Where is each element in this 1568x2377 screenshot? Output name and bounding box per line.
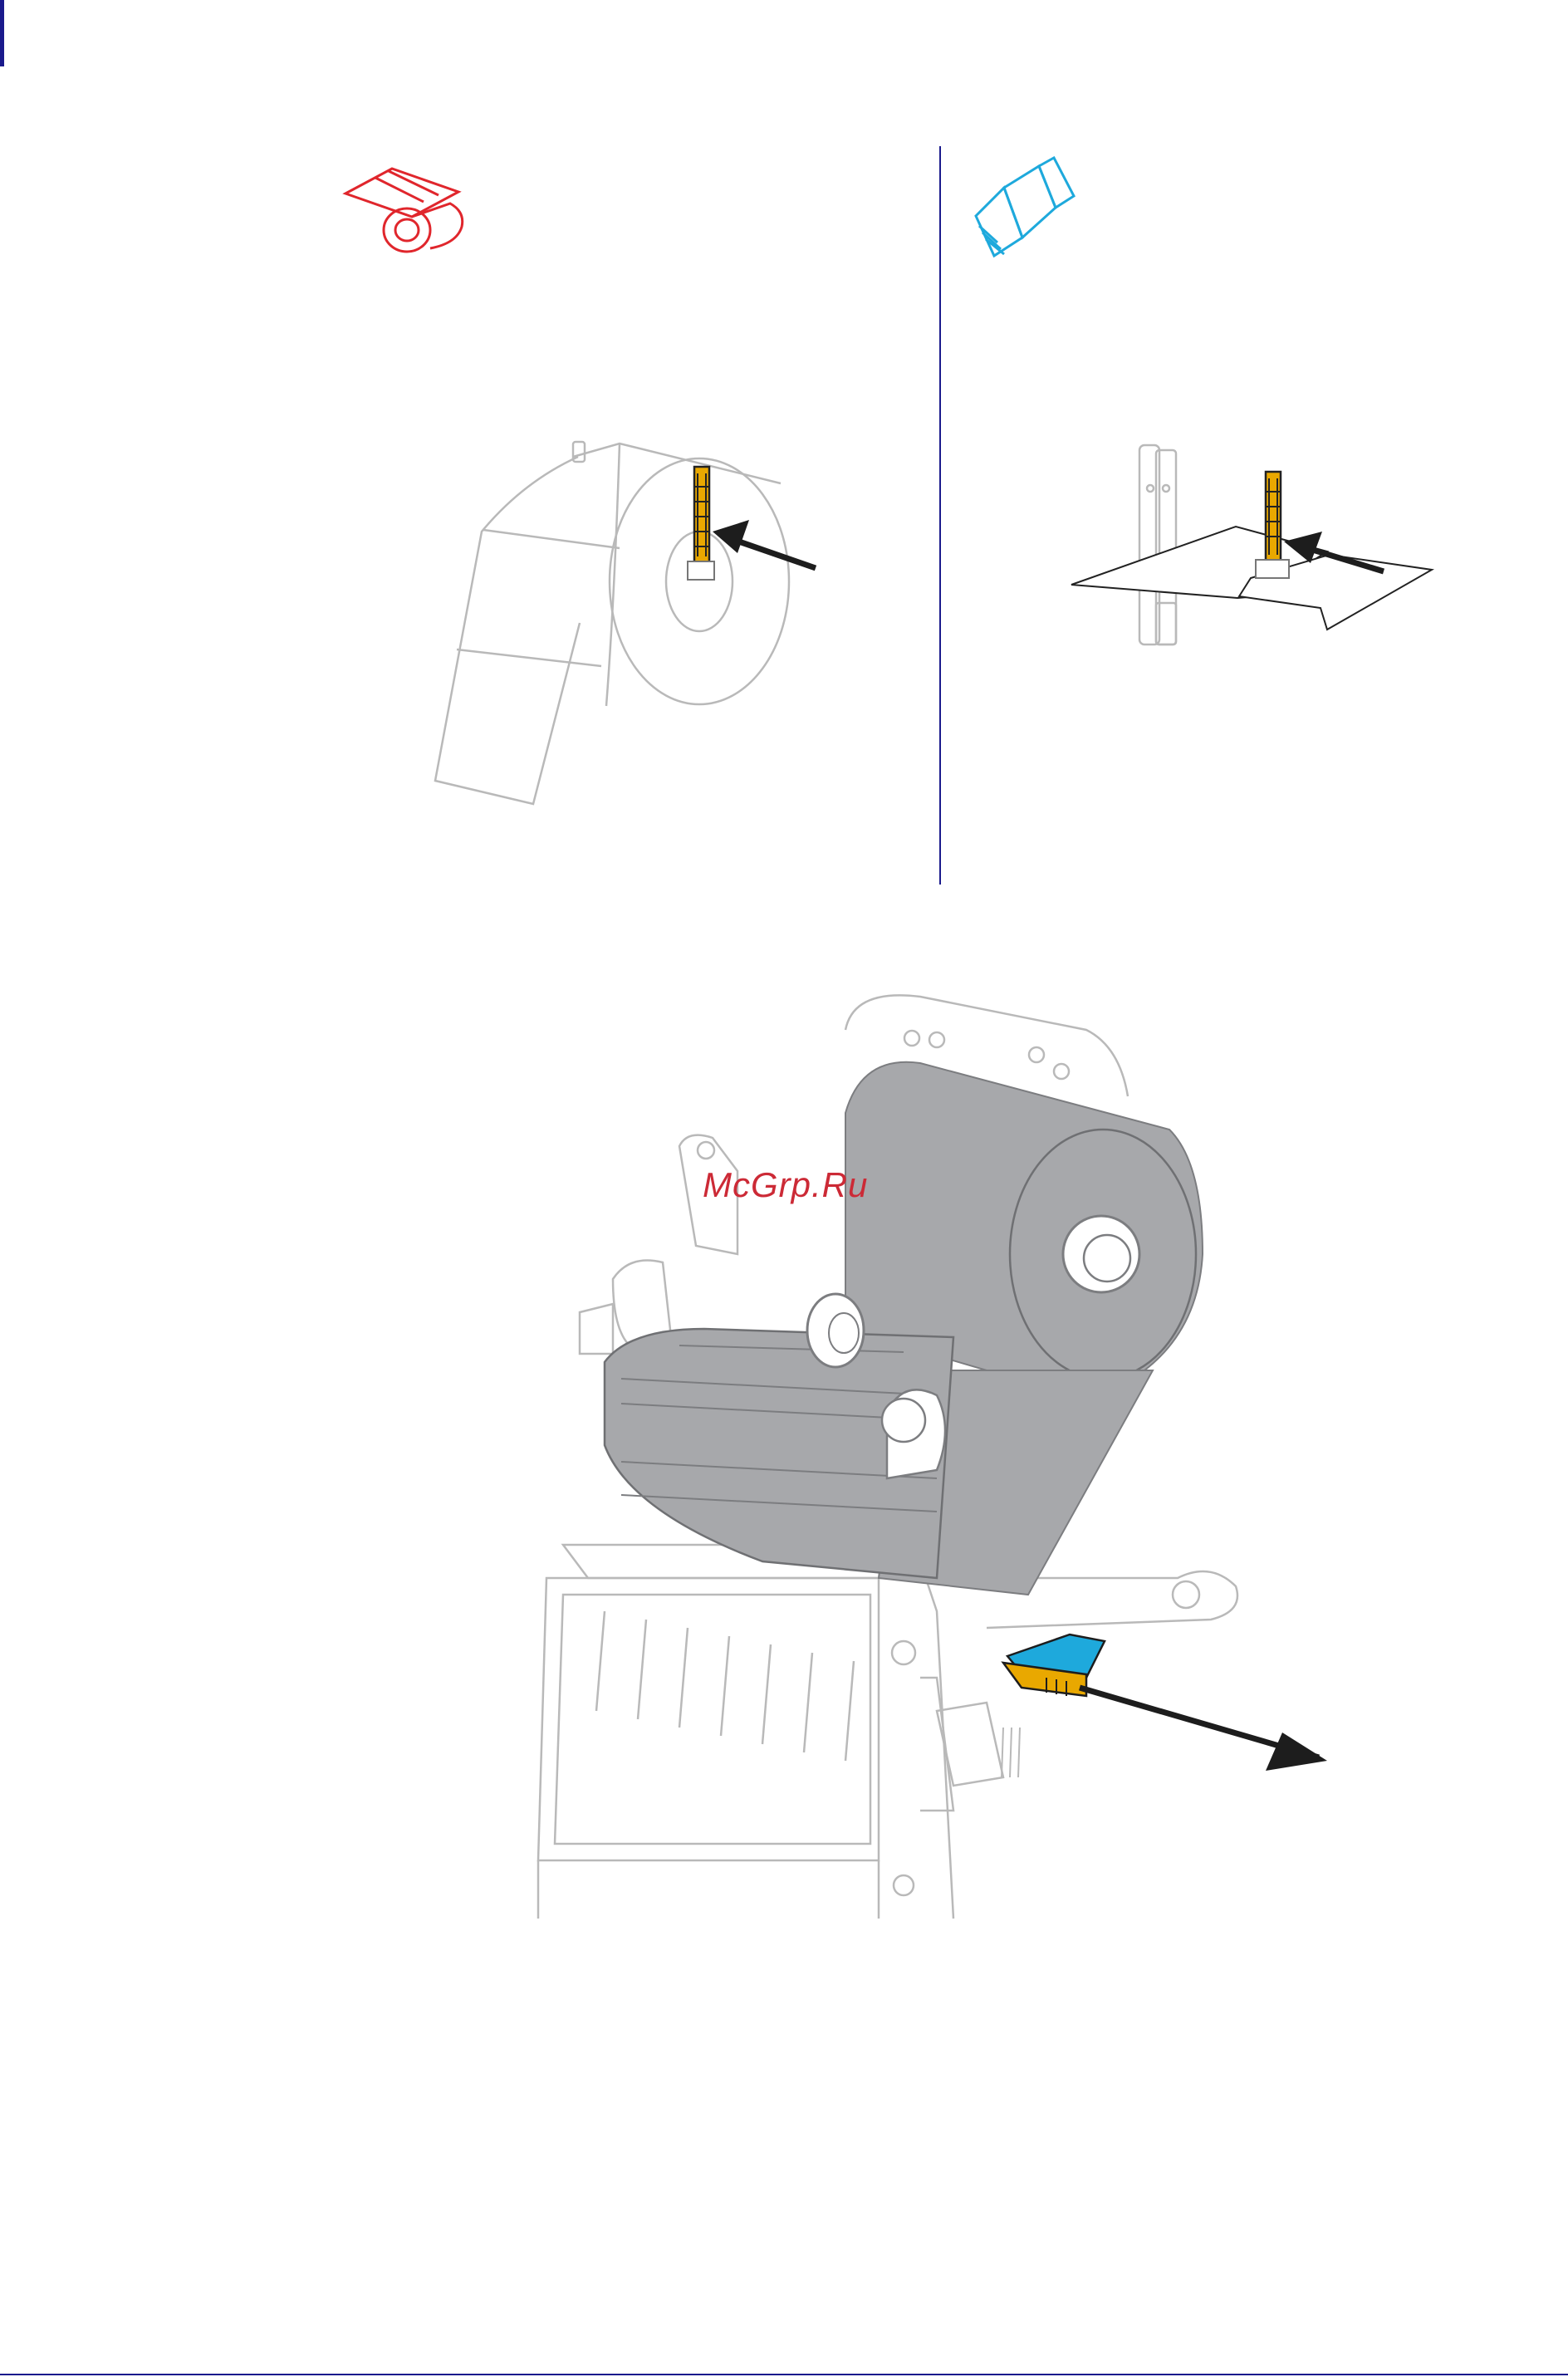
footer-rule bbox=[0, 2374, 1568, 2375]
column-divider bbox=[939, 146, 941, 885]
fanfold-media-icon bbox=[968, 156, 1084, 260]
fanfold-media-sensor-illustration bbox=[1063, 440, 1445, 656]
printer-ribbon-sensor-illustration bbox=[488, 980, 1352, 1927]
arrow-icon bbox=[1080, 1688, 1327, 1771]
arrow-icon bbox=[713, 520, 816, 568]
roll-media-icon bbox=[341, 162, 473, 257]
page-edge-marker bbox=[0, 0, 4, 66]
roll-media-sensor-illustration bbox=[424, 432, 855, 822]
watermark-text: McGrp.Ru bbox=[703, 1165, 868, 1205]
